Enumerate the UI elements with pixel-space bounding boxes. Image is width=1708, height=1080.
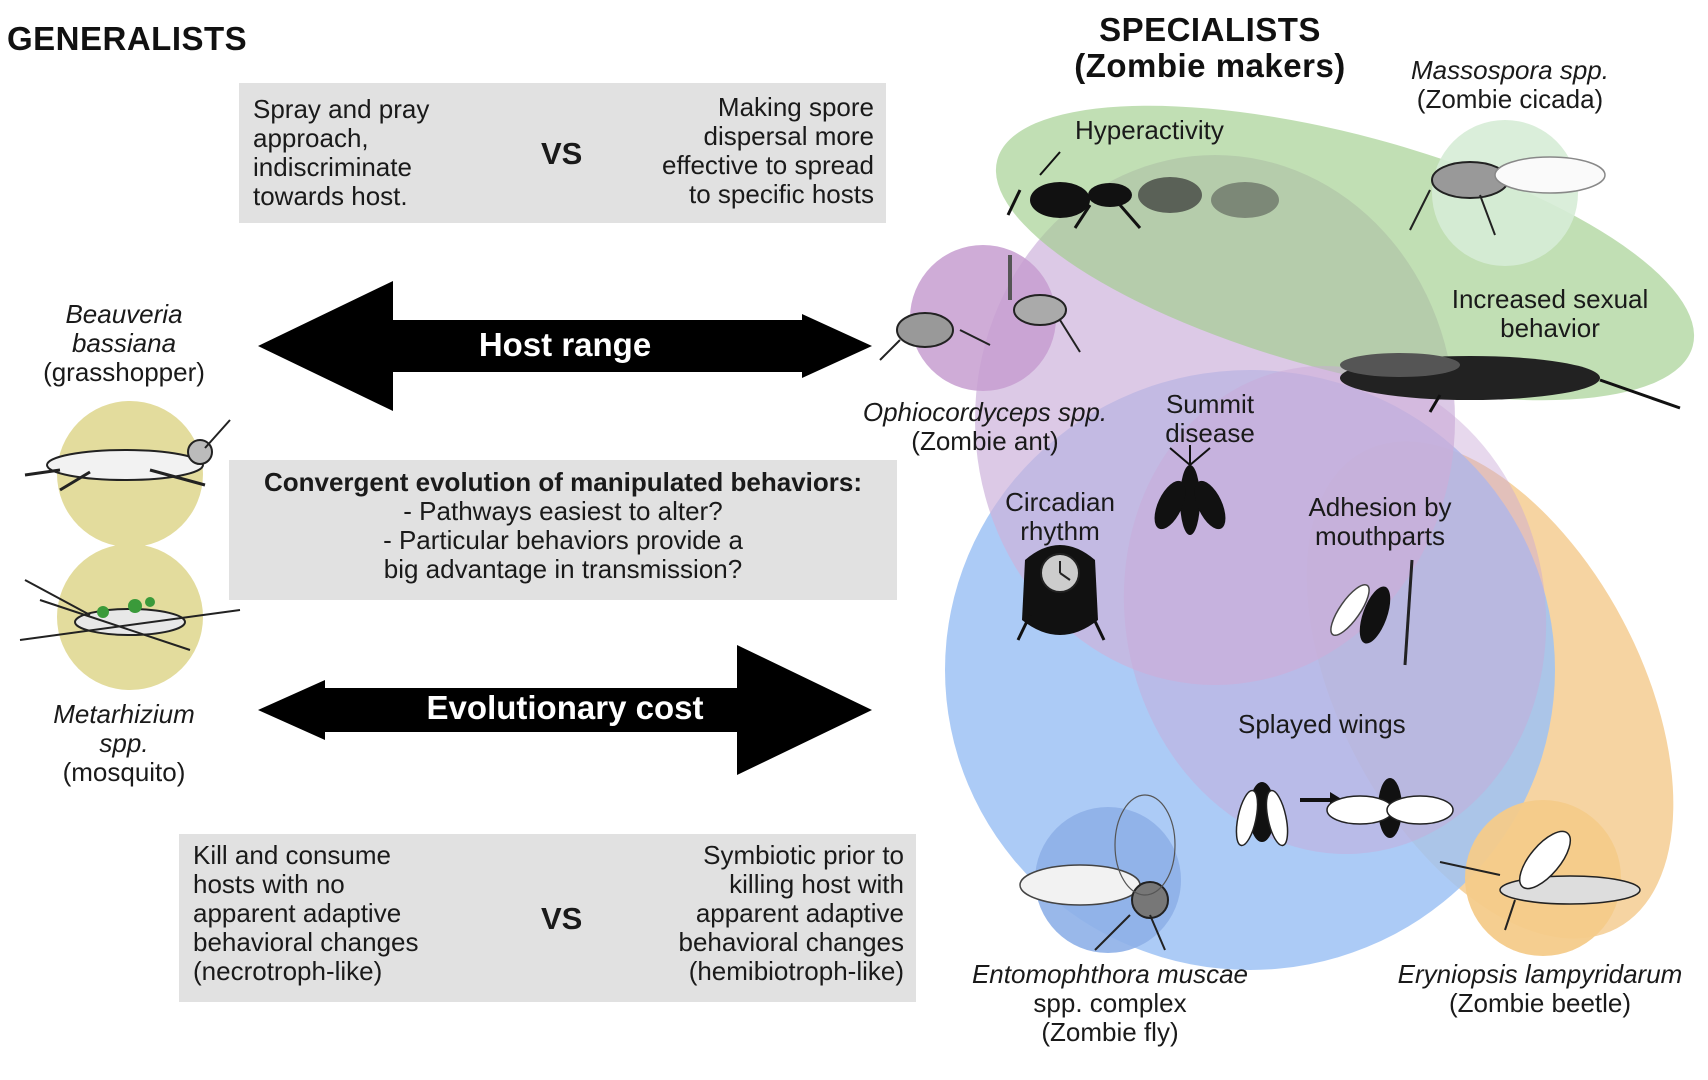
evolutionary-cost-label: Evolutionary cost [426, 689, 704, 726]
massospora-label: Massospora spp. (Zombie cicada) [1370, 56, 1650, 114]
species-common: (Zombie ant) [911, 426, 1059, 456]
text-line: Making spore [717, 92, 874, 122]
species-name: Ophiocordyceps spp. [862, 397, 1108, 427]
convergent-evolution-box: Convergent evolution of manipulated beha… [229, 460, 897, 600]
specialists-heading: SPECIALISTS (Zombie makers) [1055, 12, 1365, 84]
ophiocordyceps-label: Ophiocordyceps spp. (Zombie ant) [835, 398, 1135, 456]
specialists-title: SPECIALISTS [1099, 11, 1321, 48]
vs-label-top: VS [541, 136, 583, 171]
species-name: spp. [99, 728, 149, 758]
text-line: (necrotroph-like) [193, 956, 383, 986]
species-extra: spp. complex [1033, 988, 1187, 1018]
text-line: Adhesion by [1308, 492, 1452, 522]
splayed-wings-label: Splayed wings [1238, 709, 1406, 739]
kill-and-consume-text: Kill and consume hosts with no apparent … [193, 841, 419, 986]
host-range-arrow [258, 281, 872, 411]
text-line: dispersal more [703, 121, 874, 151]
spore-dispersal-text: Making spore dispersal more effective to… [662, 93, 874, 209]
zombie-beetle-icon [1439, 830, 1641, 931]
text-line: apparent adaptive [193, 898, 402, 928]
lower-purple-ellipse [1123, 365, 1547, 855]
text-line: Symbiotic prior to [703, 840, 904, 870]
text-line: behavior [1500, 313, 1600, 343]
circadian-rhythm-label: Circadian rhythm [990, 488, 1130, 546]
text-line: - Particular behaviors provide a [383, 525, 743, 555]
text-line: rhythm [1020, 516, 1100, 546]
metarhizium-label: Metarhizium spp. (mosquito) [24, 700, 224, 787]
species-name: Beauveria [65, 299, 183, 329]
text-line: Increased sexual [1451, 284, 1649, 314]
text-line: towards host. [253, 181, 408, 211]
eryniopsis-label: Eryniopsis lampyridarum (Zombie beetle) [1380, 960, 1700, 1018]
adhesion-fly-icon [1330, 559, 1414, 666]
bottom-comparison-box: Kill and consume hosts with no apparent … [179, 834, 916, 1002]
adhesion-label: Adhesion by mouthparts [1290, 493, 1470, 551]
evolutionary-cost-arrow [258, 645, 872, 775]
symbiotic-text: Symbiotic prior to killing host with app… [679, 841, 905, 986]
vs-label-bottom: VS [541, 901, 583, 936]
grasshopper-icon [24, 419, 231, 492]
species-name: bassiana [71, 328, 177, 358]
beauveria-label: Beauveria bassiana (grasshopper) [24, 300, 224, 387]
summit-disease-icon [1154, 445, 1226, 535]
species-name: Entomophthora muscae [971, 959, 1249, 989]
splayed-wings-before-icon [1235, 782, 1289, 847]
text-line: Summit [1165, 389, 1255, 419]
cicada-icon [1409, 156, 1606, 236]
text-line: Spray and pray [253, 94, 430, 124]
species-name: Massospora spp. [1411, 55, 1609, 85]
text-line: Kill and consume [193, 840, 391, 870]
spray-and-pray-text: Spray and pray approach, indiscriminate … [253, 95, 429, 211]
species-common: (Zombie fly) [1041, 1017, 1179, 1047]
hyperactivity-ant-icon [1006, 151, 1279, 229]
species-common: (Zombie beetle) [1448, 988, 1632, 1018]
text-line: behavioral changes [193, 927, 419, 957]
species-name: Eryniopsis lampyridarum [1397, 959, 1683, 989]
text-line: Circadian [1005, 487, 1115, 517]
text-line: hosts with no [193, 869, 345, 899]
generalists-heading: GENERALISTS [7, 20, 248, 57]
hyperactivity-label: Hyperactivity [1075, 115, 1224, 145]
text-line: disease [1165, 418, 1255, 448]
text-line: indiscriminate [253, 152, 412, 182]
text-line: approach, [253, 123, 369, 153]
specialists-subtitle: (Zombie makers) [1074, 47, 1346, 84]
entomophthora-label: Entomophthora muscae spp. complex (Zombi… [960, 960, 1260, 1047]
ophiocordyceps-ant-icon [879, 255, 1081, 361]
text-line: - Pathways easiest to alter? [403, 496, 723, 526]
text-line: mouthparts [1314, 521, 1446, 551]
species-common: (Zombie cicada) [1416, 84, 1604, 114]
convergent-title: Convergent evolution of manipulated beha… [263, 467, 863, 497]
text-line: behavioral changes [678, 927, 905, 957]
summit-disease-label: Summit disease [1130, 390, 1290, 448]
sexual-behavior-cicada-icon [1340, 353, 1681, 413]
splayed-wings-after-icon [1326, 778, 1454, 838]
text-line: to specific hosts [689, 179, 874, 209]
host-range-label: Host range [478, 326, 652, 363]
text-line: effective to spread [662, 150, 874, 180]
species-host: (mosquito) [62, 757, 186, 787]
top-comparison-box: Spray and pray approach, indiscriminate … [239, 83, 886, 223]
text-line: (hemibiotroph-like) [688, 956, 904, 986]
text-line: apparent adaptive [695, 898, 904, 928]
mosquito-icon [19, 579, 241, 651]
zombie-fly-icon [1019, 794, 1176, 951]
species-name: Metarhizium [53, 699, 195, 729]
species-host: (grasshopper) [43, 357, 205, 387]
text-line: killing host with [729, 869, 904, 899]
sexual-behavior-label: Increased sexual behavior [1430, 285, 1670, 343]
convergent-text: Convergent evolution of manipulated beha… [229, 468, 897, 584]
ant-circle [910, 245, 1056, 391]
text-line: big advantage in transmission? [383, 554, 743, 584]
circadian-clock-icon [1016, 545, 1106, 641]
